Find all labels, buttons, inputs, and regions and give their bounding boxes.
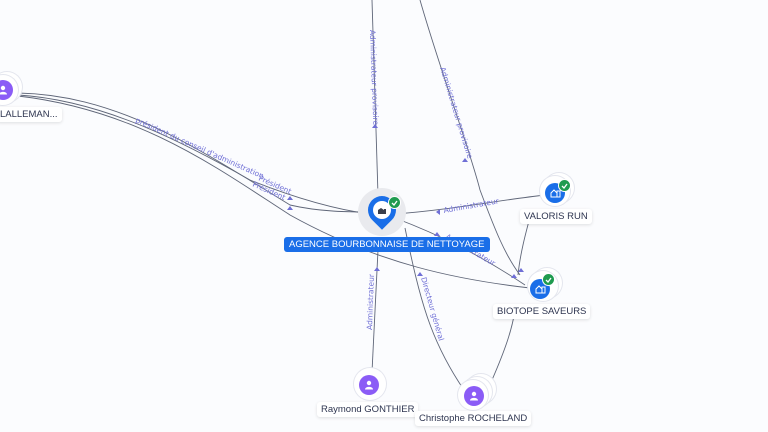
person-icon	[365, 380, 373, 390]
edge-valoris-central	[394, 194, 546, 215]
edge-rocheland-biotope	[491, 309, 516, 381]
verified-badge	[558, 179, 571, 192]
verified-badge	[388, 196, 401, 209]
person-icon	[0, 85, 7, 95]
edge-rocheland-central	[404, 227, 465, 391]
person-avatar	[359, 375, 379, 395]
pin-inner-circle	[373, 201, 391, 219]
node-label-biotope-saveurs[interactable]: BIOTOPE SAVEURS	[493, 304, 591, 319]
edge-label: Administrateur provisoire	[438, 66, 475, 160]
check-icon	[391, 200, 398, 206]
node-christophe-rocheland[interactable]	[456, 374, 502, 414]
person-icon	[470, 391, 478, 401]
node-raymond-gonthier[interactable]	[350, 368, 390, 408]
edge-admin-provisoire-biotope	[419, 0, 521, 276]
node-label-raymond-gonthier[interactable]: Raymond GONTHIER	[317, 402, 419, 417]
person-avatar	[0, 80, 13, 100]
person-avatar	[464, 386, 484, 406]
node-biotope-saveurs[interactable]	[524, 268, 564, 308]
building-icon	[535, 285, 545, 294]
verified-badge	[542, 273, 555, 286]
node-label-lalleman[interactable]: LALLEMAN...	[0, 107, 62, 122]
check-icon	[545, 277, 552, 283]
edge-label: Administrateur provisoire	[368, 30, 380, 126]
central-node-label[interactable]: AGENCE BOURBONNAISE DE NETTOYAGE	[284, 237, 490, 252]
central-node[interactable]	[358, 188, 408, 238]
edge-label: Administrateur	[443, 196, 501, 215]
node-label-christophe-rocheland[interactable]: Christophe ROCHELAND	[415, 411, 532, 426]
edge-label: Administrateur	[365, 273, 376, 330]
edge-label: président du conseil d'administration	[134, 116, 265, 181]
check-icon	[561, 183, 568, 189]
edge-lalleman-biotope	[17, 95, 531, 289]
edge-lalleman-central-2	[17, 94, 371, 215]
building-icon	[378, 207, 386, 214]
edge-lalleman-central-1	[17, 92, 373, 213]
building-icon	[550, 189, 560, 198]
node-valoris-run[interactable]	[538, 173, 578, 213]
node-lalleman[interactable]	[0, 72, 24, 108]
node-label-valoris-run[interactable]: VALORIS RUN	[520, 209, 592, 224]
edge-admin-provisoire-central	[371, 0, 379, 196]
